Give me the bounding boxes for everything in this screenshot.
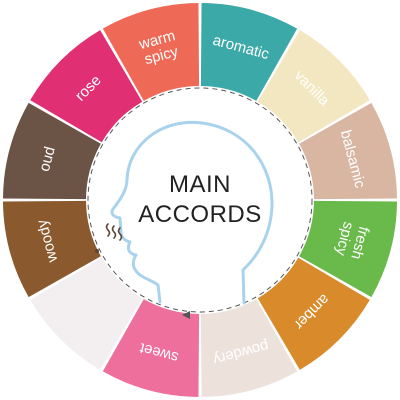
segment-warm-spicy [102,3,200,101]
scent-dot-icon [95,249,99,253]
center-area: MAIN ACCORDS [87,87,313,319]
segment-fresh-spicy [299,200,397,298]
dashed-arrow-head-icon [182,311,190,319]
center-title-line-1: MAIN [169,171,231,198]
center-title-line-2: ACCORDS [138,201,262,228]
segment-label-fresh-spicy: freshspicy [332,220,373,262]
segment-balsamic [299,102,397,200]
dashed-circle-arrow-icon [87,87,313,313]
head-profile-icon [110,120,274,305]
segment-powdery [200,299,298,397]
segment-sweet [102,299,200,397]
scent-waves-icon [105,223,123,241]
segment-aromatic [200,3,298,101]
segment-woody [3,200,101,298]
segment-label-oud: oud [36,145,59,174]
segment-amber [257,257,370,370]
segment-vanilla [257,30,370,143]
segment-oud [3,102,101,200]
segment-rose [30,30,143,143]
segment-blank [30,257,143,370]
